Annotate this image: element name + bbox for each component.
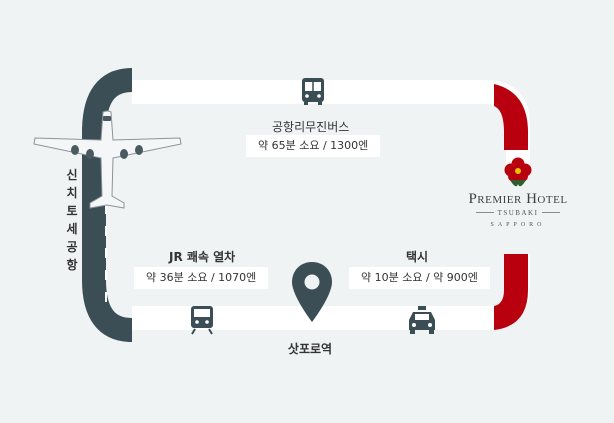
bus-icon <box>302 78 324 105</box>
taxi-route-name: 택시 <box>406 250 429 264</box>
runway-left <box>82 68 133 342</box>
hotel-accent-top <box>494 84 528 150</box>
hotel-city: SAPPORO <box>490 222 546 228</box>
hotel-name: Premier Hotel <box>468 191 568 207</box>
hotel-accent-bottom <box>494 254 528 330</box>
hotel-divider-left <box>476 212 494 213</box>
train-route-name: JR 쾌속 열차 <box>169 250 236 264</box>
station-label: 삿포로역 <box>287 342 333 356</box>
hotel-logo-icon <box>504 157 532 187</box>
train-icon <box>191 306 213 335</box>
bus-route-name: 공항리무진버스 <box>272 120 350 134</box>
bus-route-info: 약 65분 소요 / 1300엔 <box>246 135 381 157</box>
airplane-icon <box>33 110 182 209</box>
taxi-icon <box>409 306 435 334</box>
map-pin-icon <box>292 262 332 322</box>
hotel-subtitle: TSUBAKI <box>497 209 539 217</box>
hotel-divider-right <box>542 212 560 213</box>
train-route-info: 약 36분 소요 / 1070엔 <box>134 267 269 289</box>
taxi-route-info: 약 10분 소요 / 약 900엔 <box>349 267 490 289</box>
